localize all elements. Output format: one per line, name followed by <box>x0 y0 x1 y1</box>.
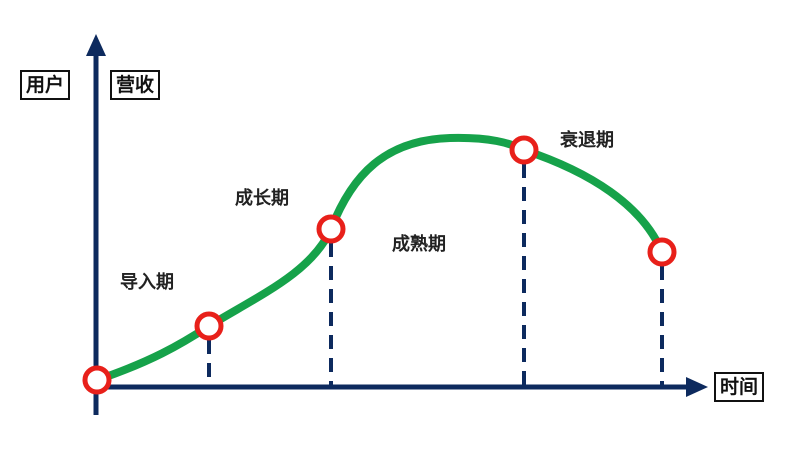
x-axis-label-time: 时间 <box>714 372 765 402</box>
stage-marker <box>647 237 677 267</box>
phase-dividers <box>207 164 664 387</box>
phase-decline: 衰退期 <box>560 130 614 151</box>
y-axis-arrow-icon <box>86 34 106 56</box>
phase-maturity: 成熟期 <box>392 234 446 255</box>
x-axis-arrow-icon <box>686 377 708 397</box>
stage-markers <box>82 135 677 395</box>
phase-introduction: 导入期 <box>120 272 174 293</box>
y-axis-label-users: 用户 <box>20 70 71 100</box>
y-axis-label-revenue: 营收 <box>110 70 161 100</box>
stage-marker <box>316 214 346 244</box>
stage-marker <box>194 311 224 341</box>
stage-marker <box>82 365 112 395</box>
lifecycle-curve <box>93 133 666 384</box>
stage-marker <box>509 135 539 165</box>
phase-growth: 成长期 <box>235 188 289 209</box>
